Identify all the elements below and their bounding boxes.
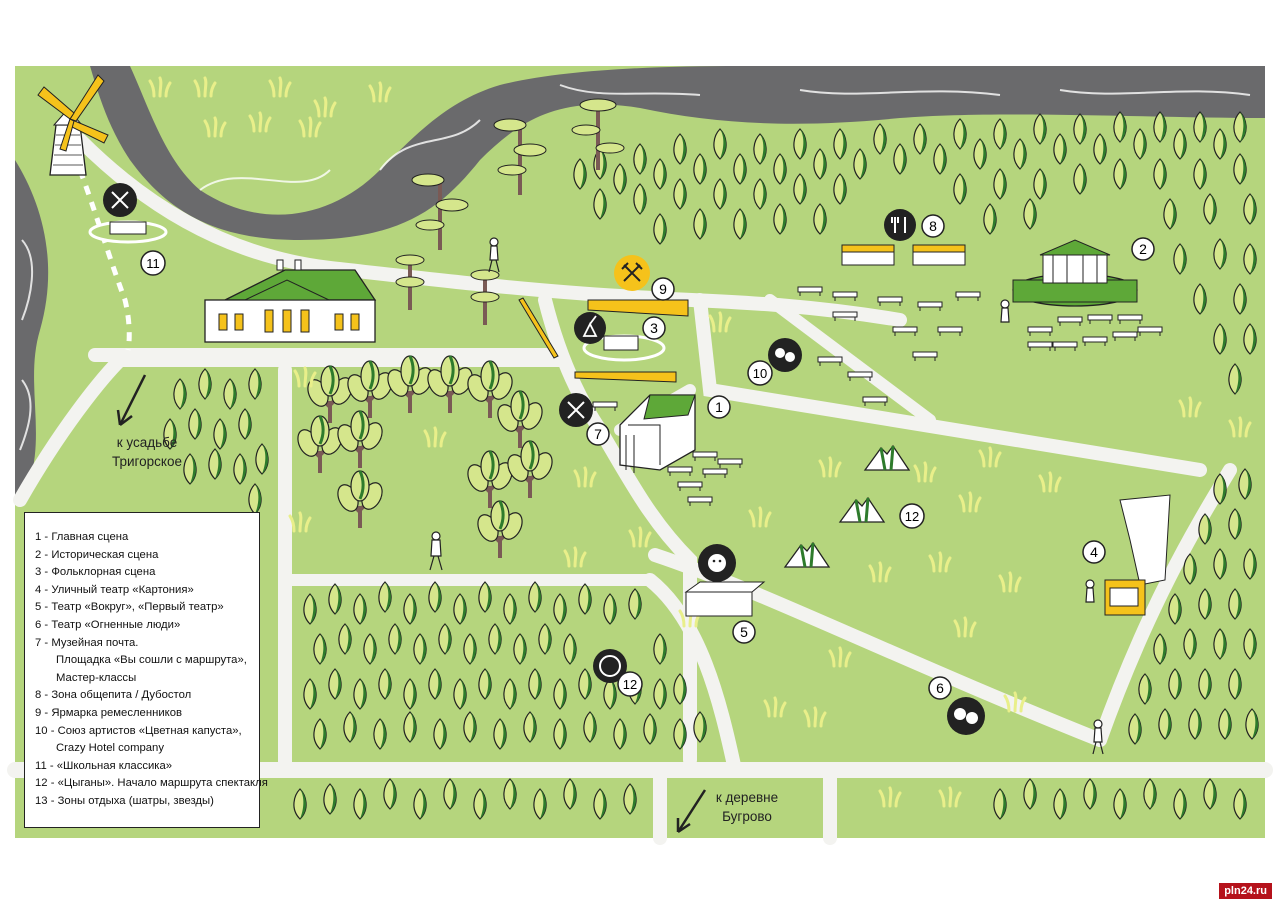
map-legend: 1 - Главная сцена 2 - Историческая сцена…: [24, 512, 268, 828]
fork-knife-icon[interactable]: [884, 209, 916, 241]
number-markers: 1 2 3 4 5 6 7 8 9 10 11 12 12: [140, 214, 1155, 700]
legend-item: 10 - Союз артистов «Цветная капуста»,: [35, 724, 242, 737]
arrow-to-bugrovo: [676, 789, 707, 834]
tambourine-icon[interactable]: [593, 649, 627, 683]
svg-text:7: 7: [594, 426, 602, 442]
manor-house: [204, 259, 377, 343]
svg-text:12: 12: [905, 509, 919, 524]
marker-5[interactable]: 5: [732, 620, 756, 644]
svg-text:5: 5: [740, 624, 748, 640]
face-icon[interactable]: [698, 544, 736, 582]
marker-12a[interactable]: 12: [899, 503, 925, 529]
marker-9[interactable]: 9: [651, 277, 675, 301]
pine-trees: [395, 98, 625, 325]
marker-12b[interactable]: 12: [617, 671, 643, 697]
street-theatre: [1104, 494, 1171, 616]
legend-item: 13 - Зоны отдыха (шатры, звезды): [35, 794, 214, 807]
marker-1[interactable]: 1: [707, 395, 731, 419]
marker-4[interactable]: 4: [1082, 540, 1106, 564]
svg-text:11: 11: [146, 256, 160, 271]
legend-item: Crazy Hotel company: [56, 742, 164, 755]
arrow-to-trigorskoe: [116, 374, 147, 426]
stage-11: [88, 220, 168, 244]
windmill: [37, 74, 109, 176]
folk-stage-area: [518, 297, 689, 383]
food-stalls: [841, 244, 966, 266]
marker-3[interactable]: 3: [642, 316, 666, 340]
svg-text:9: 9: [659, 281, 667, 297]
svg-text:2: 2: [1139, 241, 1147, 257]
masks-icon-6[interactable]: [947, 697, 985, 735]
svg-text:6: 6: [936, 680, 944, 696]
river-left-bank: [15, 160, 49, 500]
legend-item: 1 - Главная сцена: [35, 531, 129, 543]
map-icons: [103, 183, 985, 735]
marker-10[interactable]: 10: [747, 360, 773, 386]
direction-line: к усадьбе: [116, 435, 178, 450]
marker-8[interactable]: 8: [921, 214, 945, 238]
svg-text:3: 3: [650, 320, 658, 336]
svg-text:4: 4: [1090, 544, 1098, 560]
svg-text:10: 10: [753, 366, 767, 381]
svg-text:12: 12: [623, 677, 637, 692]
legend-item: 8 - Зона общепита / Дубостол: [35, 689, 192, 702]
legend-item: 7 - Музейная почта.: [35, 636, 139, 649]
legend-item: 6 - Театр «Огненные люди»: [35, 618, 181, 631]
hammers-icon[interactable]: [614, 255, 650, 291]
stage-5: [685, 591, 753, 617]
main-stage: [619, 394, 696, 473]
legend-item: Мастер-классы: [56, 671, 137, 684]
legend-item: 12 - «Цыганы». Начало маршрута спектакля: [35, 777, 268, 790]
masks-icon[interactable]: [768, 338, 802, 372]
direction-trigorskoe: к усадьбе Тригорское: [92, 433, 202, 471]
direction-line: Тригорское: [111, 454, 182, 469]
watermark-logo: pln24.ru: [1219, 883, 1272, 899]
people: [429, 237, 1104, 755]
legend-item: 3 - Фольклорная сцена: [35, 566, 156, 579]
direction-bugrovo: к деревне Бугрово: [692, 788, 802, 826]
ribbon-icon[interactable]: [103, 183, 137, 217]
historical-stage: [1012, 239, 1138, 307]
marker-2[interactable]: 2: [1131, 237, 1155, 261]
marker-6[interactable]: 6: [928, 676, 952, 700]
river: [90, 66, 1265, 240]
balalaika-icon[interactable]: [574, 312, 606, 344]
legend-item: Площадка «Вы сошли с маршрута»,: [56, 654, 247, 667]
legend-item: 9 - Ярмарка ремесленников: [35, 706, 182, 719]
legend-item: 4 - Уличный театр «Картония»: [35, 583, 194, 596]
legend-item: 2 - Историческая сцена: [35, 548, 159, 561]
marker-7[interactable]: 7: [586, 422, 610, 446]
direction-line: к деревне: [715, 790, 779, 805]
marker-11[interactable]: 11: [140, 250, 166, 276]
tools-icon[interactable]: [559, 393, 593, 427]
svg-text:1: 1: [715, 399, 723, 415]
svg-text:8: 8: [929, 218, 937, 234]
legend-item: 5 - Театр «Вокруг», «Первый театр»: [35, 601, 224, 614]
direction-line: Бугрово: [722, 809, 772, 824]
legend-item: 11 - «Школьная классика»: [35, 759, 173, 772]
